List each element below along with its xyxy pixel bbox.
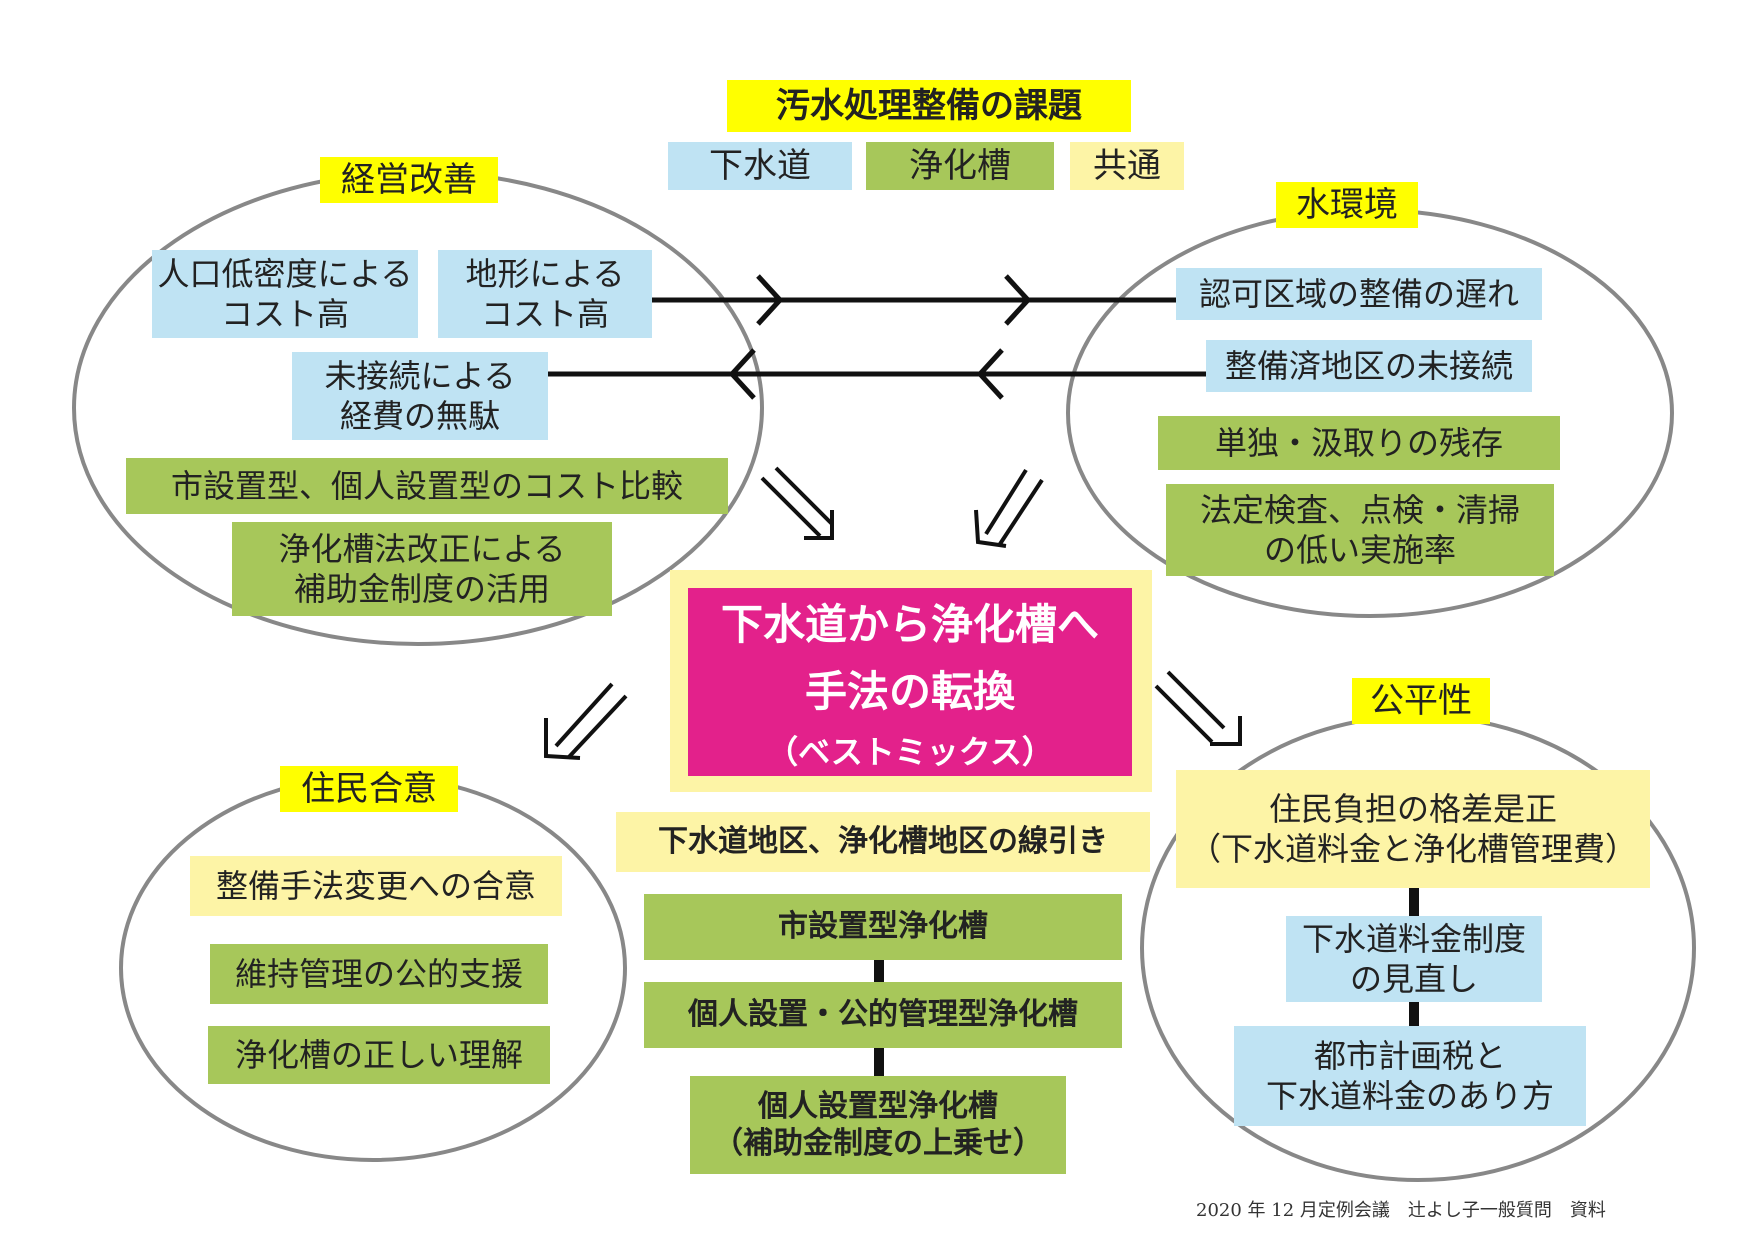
- juumin-item: 維持管理の公的支援: [210, 944, 548, 1004]
- footer-note: 2020 年 12 月定例会議 辻よし子一般質問 資料: [1196, 1200, 1606, 1221]
- keiei-item: 市設置型、個人設置型のコスト比較: [126, 458, 728, 514]
- center-message: 下水道から浄化槽へ 手法の転換 （ベストミックス）: [688, 588, 1132, 776]
- mizu-item: 法定検査、点検・清掃 の低い実施率: [1166, 484, 1554, 576]
- keiei-item: 人口低密度による コスト高: [152, 250, 418, 338]
- connector-line: [874, 960, 884, 982]
- kouhei-item: 都市計画税と 下水道料金のあり方: [1234, 1026, 1586, 1126]
- mizu-item: 認可区域の整備の遅れ: [1176, 268, 1542, 320]
- kouhei-heading: 公平性: [1352, 678, 1490, 724]
- double-arrow-icon: [544, 682, 628, 760]
- double-arrow-icon: [760, 466, 834, 540]
- mizu-item: 単独・汲取りの残存: [1158, 416, 1560, 470]
- connector-line: [1409, 886, 1419, 916]
- juumin-item: 整備手法変更への合意: [190, 856, 562, 916]
- center-line3: （ベストミックス）: [766, 733, 1054, 771]
- senbiki-item: 個人設置型浄化槽 （補助金制度の上乗せ）: [690, 1076, 1066, 1174]
- senbiki-heading: 下水道地区、浄化槽地区の線引き: [616, 812, 1150, 872]
- kouhei-item: 住民負担の格差是正 （下水道料金と浄化槽管理費）: [1176, 770, 1650, 888]
- double-arrow-icon: [1154, 670, 1242, 746]
- juumin-heading: 住民合意: [280, 766, 458, 812]
- mizu-heading: 水環境: [1276, 182, 1418, 228]
- keiei-item: 地形による コスト高: [438, 250, 652, 338]
- center-line1: 下水道から浄化槽へ: [720, 600, 1099, 649]
- keiei-item: 未接続による 経費の無駄: [292, 352, 548, 440]
- senbiki-item: 個人設置・公的管理型浄化槽: [644, 982, 1122, 1048]
- legend-septic: 浄化槽: [866, 142, 1054, 190]
- juumin-item: 浄化槽の正しい理解: [208, 1026, 550, 1084]
- connector-line: [1409, 1000, 1419, 1026]
- legend-sewer: 下水道: [668, 142, 852, 190]
- center-line2: 手法の転換: [804, 667, 1015, 716]
- keiei-heading: 経営改善: [320, 157, 498, 203]
- double-arrow-icon: [974, 468, 1044, 548]
- legend-common: 共通: [1070, 142, 1184, 190]
- mizu-item: 整備済地区の未接続: [1206, 340, 1532, 392]
- page-title: 汚水処理整備の課題: [727, 80, 1131, 132]
- connector-right: [652, 274, 1178, 326]
- keiei-item: 浄化槽法改正による 補助金制度の活用: [232, 522, 612, 616]
- senbiki-item: 市設置型浄化槽: [644, 894, 1122, 960]
- connector-line: [874, 1048, 884, 1076]
- connector-left: [548, 348, 1206, 400]
- kouhei-item: 下水道料金制度 の見直し: [1286, 916, 1542, 1002]
